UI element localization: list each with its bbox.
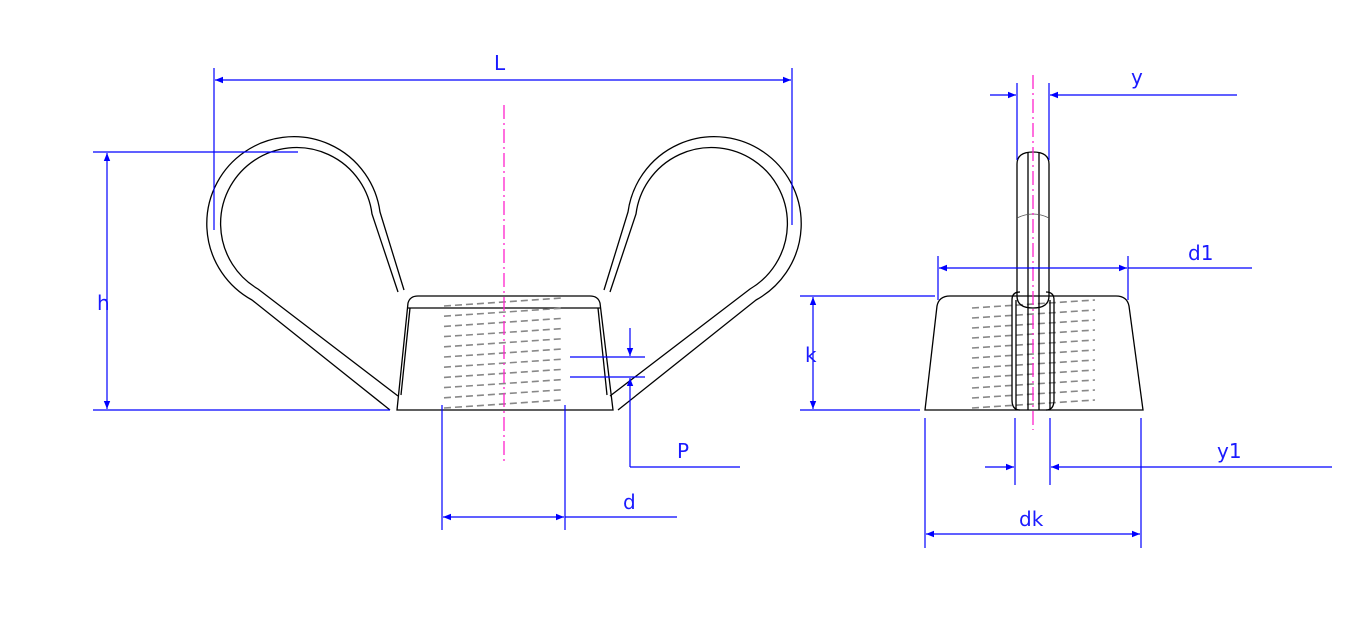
label-d1: d1 bbox=[1188, 241, 1213, 265]
thread-line bbox=[971, 309, 1096, 319]
nut-body bbox=[396, 295, 614, 411]
dimension-dk: dk bbox=[924, 418, 1142, 548]
thread-hidden-lines bbox=[443, 297, 563, 409]
label-P: P bbox=[677, 439, 689, 463]
left-wing bbox=[206, 136, 405, 411]
dimension-y: y bbox=[990, 65, 1237, 160]
dimension-y1: y1 bbox=[985, 418, 1332, 485]
side-view: y d1 k y1 dk bbox=[800, 65, 1332, 548]
label-h: h bbox=[97, 291, 110, 315]
thread-line bbox=[443, 317, 563, 328]
thread-line bbox=[971, 399, 1096, 409]
label-k: k bbox=[805, 343, 817, 367]
front-view: L h P d bbox=[93, 51, 802, 530]
side-body bbox=[924, 295, 1144, 411]
dimension-P: P bbox=[570, 328, 740, 468]
label-dk: dk bbox=[1019, 507, 1044, 531]
thread-line bbox=[443, 297, 563, 307]
dimension-h: h bbox=[93, 151, 390, 411]
thread-line bbox=[443, 399, 563, 409]
dimension-d: d bbox=[441, 405, 677, 530]
label-y: y bbox=[1131, 65, 1143, 89]
thread-line bbox=[443, 348, 563, 358]
dimension-k: k bbox=[800, 295, 935, 411]
dimension-L: L bbox=[213, 51, 793, 230]
thread-line bbox=[443, 327, 563, 338]
right-wing bbox=[603, 136, 802, 411]
label-L: L bbox=[494, 51, 506, 75]
thread-line bbox=[443, 378, 563, 389]
thread-line bbox=[443, 368, 563, 379]
dimension-d1: d1 bbox=[937, 241, 1252, 300]
thread-line bbox=[971, 349, 1096, 359]
thread-line bbox=[443, 338, 563, 348]
thread-line bbox=[443, 389, 563, 399]
label-y1: y1 bbox=[1217, 439, 1242, 463]
thread-line bbox=[971, 379, 1096, 389]
thread-line bbox=[443, 358, 563, 368]
thread-line bbox=[443, 307, 563, 317]
label-d: d bbox=[623, 490, 636, 514]
